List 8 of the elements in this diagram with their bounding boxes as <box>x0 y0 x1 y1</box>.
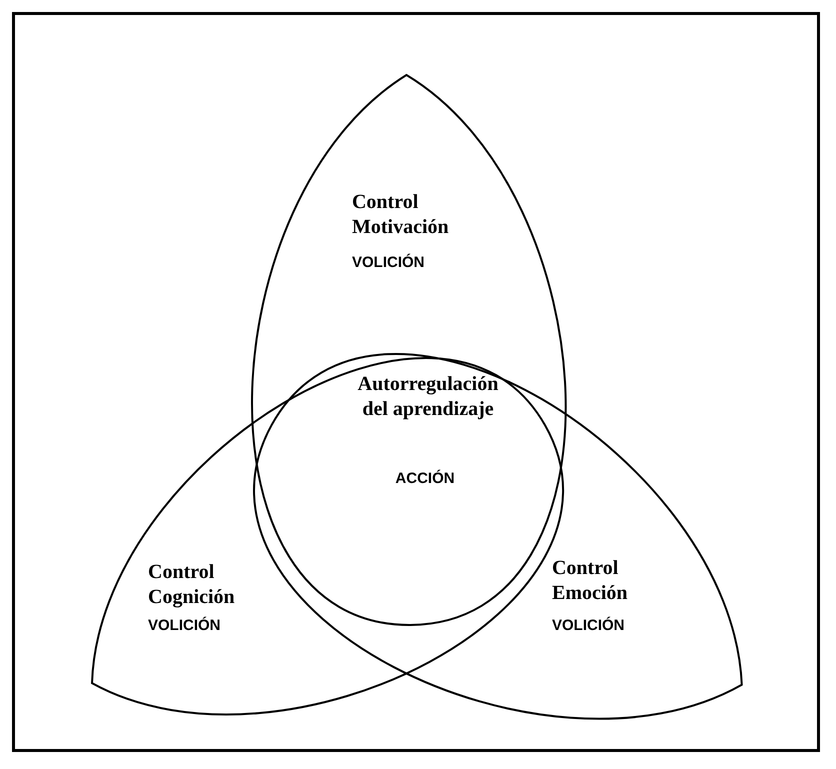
center-heading: Autorregulación del aprendizaje <box>356 372 500 422</box>
region-heading: Control Motivación <box>352 190 450 240</box>
center-subtitle: ACCIÓN <box>395 470 455 487</box>
region-subtitle: VOLICIÓN <box>148 616 221 634</box>
region-heading: Control Cognición <box>148 560 236 610</box>
region-subtitle: VOLICIÓN <box>352 254 424 271</box>
region-subtitle: VOLICIÓN <box>552 616 624 634</box>
region-heading: Control Emoción <box>552 556 629 606</box>
